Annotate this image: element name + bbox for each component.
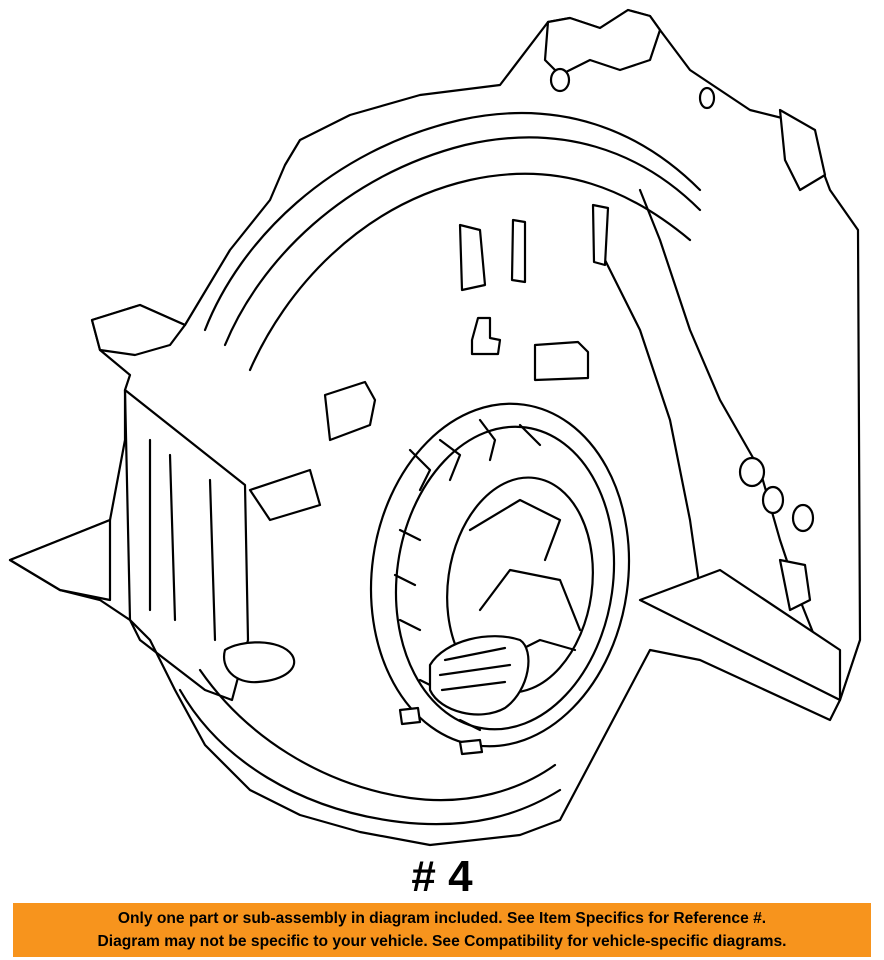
bracket-hole-1 xyxy=(549,67,571,93)
wall-hole-3 xyxy=(791,503,815,533)
disclaimer-banner: Only one part or sub-assembly in diagram… xyxy=(13,903,871,957)
right-wall-inner xyxy=(598,248,702,592)
left-tab-lower xyxy=(8,518,112,602)
housing-outer-shell xyxy=(8,8,862,847)
disclaimer-line-1: Only one part or sub-assembly in diagram… xyxy=(117,910,767,927)
tab-c xyxy=(591,203,610,267)
blower-wheel-ring xyxy=(394,425,616,731)
bracket-hole-2 xyxy=(698,86,716,110)
blower-housing-line-art xyxy=(8,8,862,847)
tab-e xyxy=(533,340,590,382)
housing-inner-rim-2 xyxy=(223,136,702,347)
left-bottom-lobe xyxy=(222,641,296,684)
rim-tab-1 xyxy=(398,706,422,726)
housing-lower-rim xyxy=(178,688,562,826)
housing-inner-rim-3 xyxy=(248,172,692,372)
disclaimer-line-2: Diagram may not be specific to your vehi… xyxy=(97,933,787,950)
left-tab-upper xyxy=(90,303,187,357)
part-number-label: # 4 xyxy=(411,852,473,901)
motor-nose xyxy=(428,635,530,716)
left-side-panel xyxy=(123,388,250,702)
tab-b xyxy=(510,218,527,284)
left-panel-detail xyxy=(148,438,217,642)
blower-housing-diagram xyxy=(8,8,862,847)
tab-a xyxy=(458,223,487,292)
right-clip xyxy=(778,558,812,612)
tab-d xyxy=(470,316,502,356)
top-bracket xyxy=(543,8,662,77)
hub-spoke-2 xyxy=(478,568,582,632)
hub-spoke-1 xyxy=(468,498,562,562)
tab-f xyxy=(323,380,377,442)
rim-tab-2 xyxy=(458,738,484,756)
left-block xyxy=(248,468,322,522)
right-top-clip xyxy=(778,108,827,192)
wall-hole-2 xyxy=(761,485,785,515)
right-flange xyxy=(638,568,842,702)
housing-inner-rim-1 xyxy=(203,112,702,332)
housing-lower-rim-2 xyxy=(198,668,557,802)
nose-grooves xyxy=(438,646,512,692)
wall-hole-1 xyxy=(738,456,766,488)
